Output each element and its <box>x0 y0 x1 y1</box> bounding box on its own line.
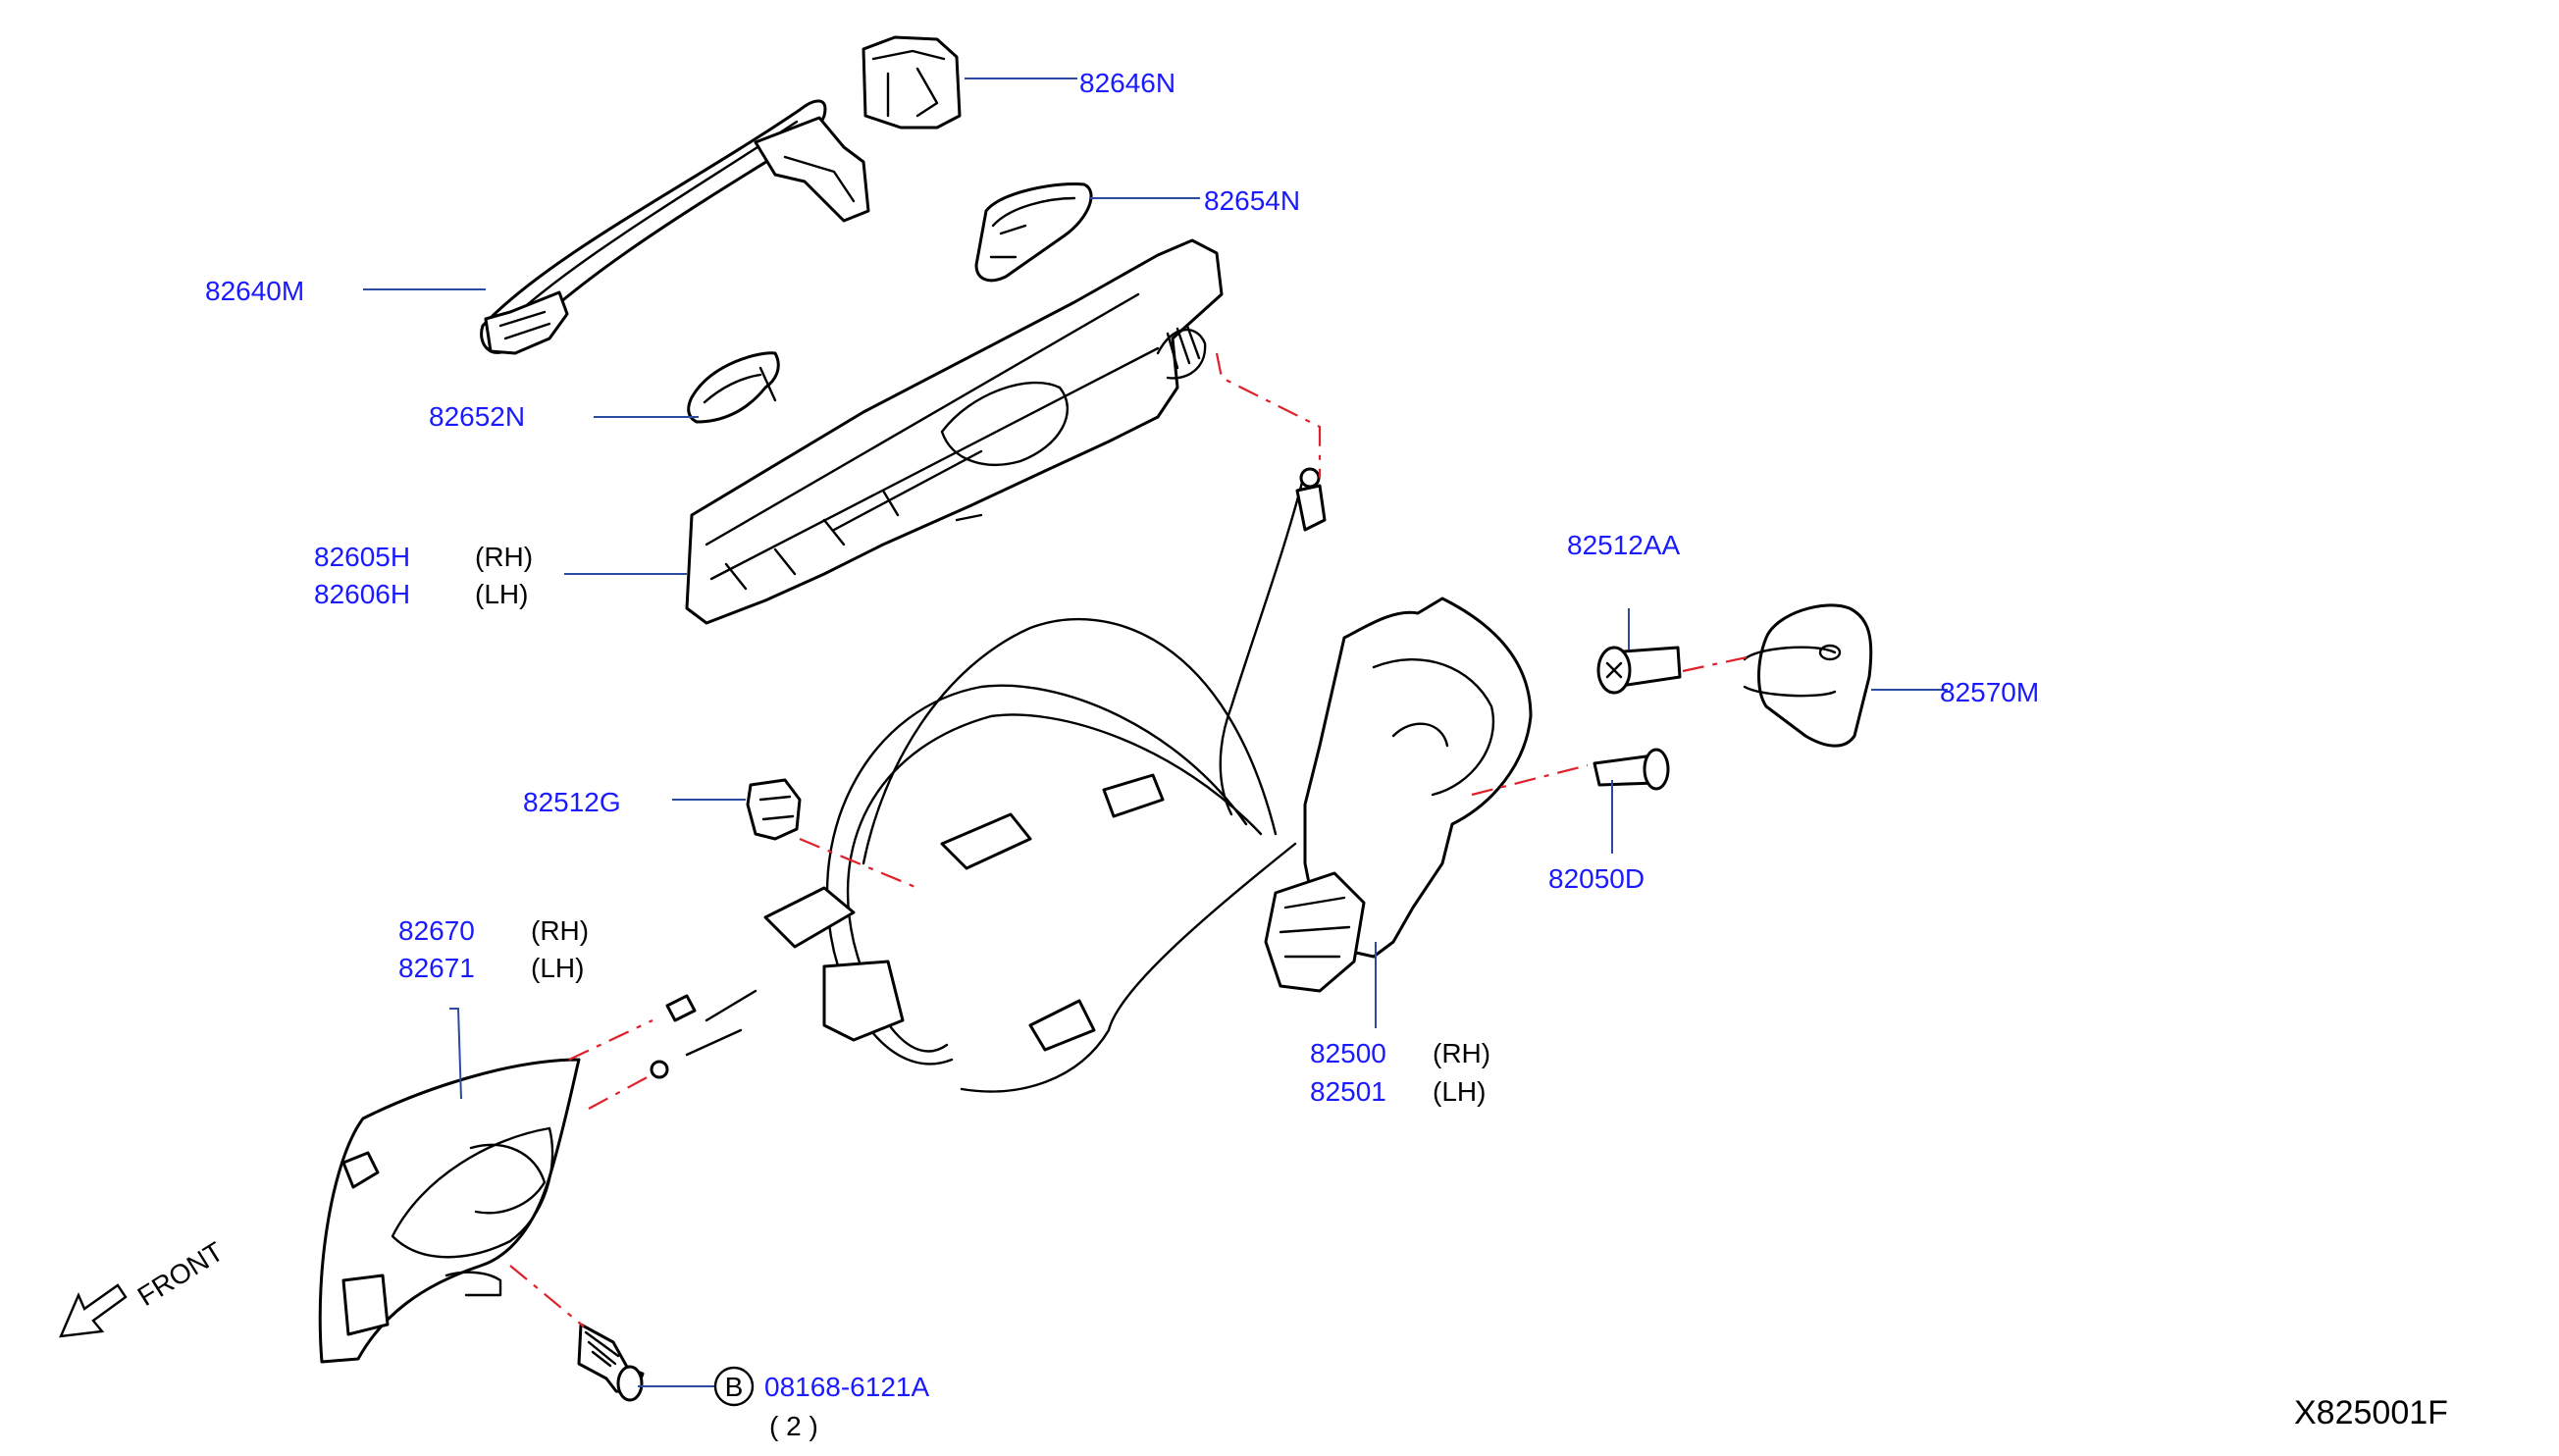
lock-screw <box>1596 646 1682 695</box>
label-82670-side: (RH) <box>531 915 589 946</box>
bolt-letter: B <box>725 1372 744 1402</box>
part-labels: 82646N 82654N 82640M 82652N 82605H (RH) … <box>205 68 2039 1441</box>
label-82671: 82671 <box>398 953 475 983</box>
door-lock-assembly <box>1264 597 1533 993</box>
label-82570m: 82570M <box>1940 677 2039 707</box>
centerlines <box>509 352 1748 1327</box>
handle-gasket-rear <box>974 182 1093 283</box>
striker-bolt <box>1593 748 1670 791</box>
label-82605h: 82605H <box>314 542 410 572</box>
cable-clip <box>746 778 802 841</box>
label-82671-side: (LH) <box>531 953 584 983</box>
label-82501: 82501 <box>1310 1076 1386 1107</box>
circled-letter-icon: B <box>713 1366 755 1407</box>
label-82654n: 82654N <box>1204 185 1300 216</box>
handle-cap <box>862 35 962 130</box>
bolt-quantity: ( 2 ) <box>769 1411 818 1441</box>
inside-door-handle <box>318 1058 581 1364</box>
label-82606h-side: (LH) <box>475 579 528 609</box>
label-82646n: 82646N <box>1079 68 1175 98</box>
label-82500-side: (RH) <box>1433 1038 1490 1068</box>
release-cables <box>650 467 1327 1093</box>
label-82512aa: 82512AA <box>1567 530 1681 560</box>
door-striker <box>1743 603 1873 748</box>
front-arrow-icon <box>59 1283 128 1338</box>
label-82050d: 82050D <box>1548 863 1645 894</box>
label-82512g: 82512G <box>523 787 621 817</box>
label-82652n: 82652N <box>429 401 525 432</box>
label-82500: 82500 <box>1310 1038 1386 1068</box>
label-82605h-side: (RH) <box>475 542 533 572</box>
label-82670: 82670 <box>398 915 475 946</box>
label-82640m: 82640M <box>205 276 304 306</box>
handle-bracket <box>685 238 1224 625</box>
leader-lines <box>363 78 1948 1387</box>
label-82606h: 82606H <box>314 579 410 609</box>
front-label: FRONT <box>132 1236 229 1312</box>
diagram-code: X825001F <box>2294 1394 2448 1431</box>
handle-gasket-front <box>687 351 780 424</box>
bolt <box>577 1323 645 1402</box>
outer-door-handle <box>480 99 870 355</box>
label-82501-side: (LH) <box>1433 1076 1486 1107</box>
label-08168-6121a: 08168-6121A <box>764 1372 929 1402</box>
